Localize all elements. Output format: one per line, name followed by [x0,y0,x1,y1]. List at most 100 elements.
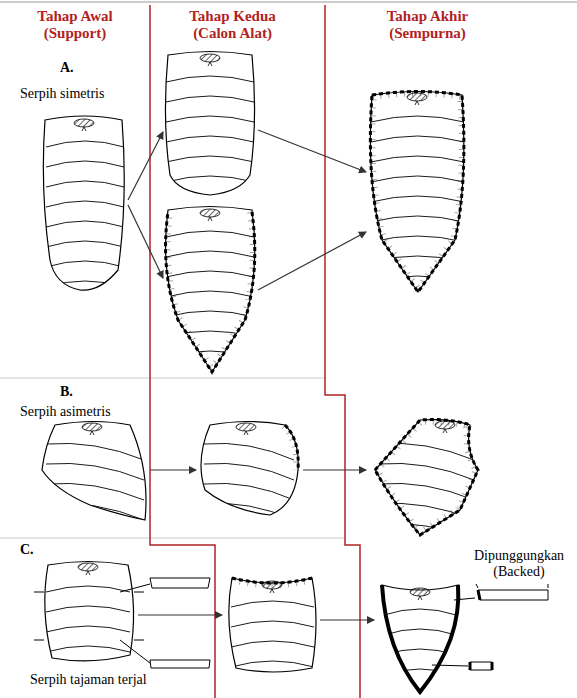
ripple-line [378,443,474,460]
flake-ripples [371,116,464,282]
section-letter: C. [20,542,34,558]
flake-stroke [232,578,312,583]
ripple-line [46,586,130,592]
flow-arrow [128,130,374,620]
bulb-mark [90,431,94,435]
ripple-line [371,156,464,162]
ripple-line [204,443,294,460]
ripple-line [46,606,130,612]
flake-ripples [166,76,254,182]
ripple-line [46,503,144,520]
section-letter: B. [60,384,73,400]
flake-outline [166,207,255,373]
flake-outline [370,92,464,293]
ripple-line [46,261,124,267]
stage-header: Tahap Awal (Support) [10,8,140,43]
cross-section [34,578,548,670]
top-rule [0,2,577,3]
flake-body [375,420,478,535]
flake-body [382,585,458,692]
ripple-line [384,609,456,615]
retouch-edge [370,92,464,293]
ripple-line [204,483,294,500]
flake-body [43,116,124,290]
ripple-line [166,351,254,357]
flake-outline [201,422,298,516]
ripple-line [204,463,294,480]
ripple-line [371,216,464,222]
ripple-line [46,463,144,480]
ripple-line [166,331,254,337]
striking-platform [200,209,220,217]
flake-body [229,578,316,672]
stage-header: Tahap Kedua (Calon Alat) [170,8,295,43]
striking-platform [82,423,102,431]
flake-stroke [370,92,464,293]
retouch-scars [166,212,255,372]
bulb-mark [86,571,90,575]
ripple-line [46,646,130,652]
flake-outline [375,420,478,535]
ripple-line [231,641,314,647]
bulb-mark [244,431,248,435]
ripple-line [371,116,464,122]
ripple-line [166,96,254,102]
backed-label: Dipunggungkan (Backed) [465,548,573,580]
ripple-line [231,621,314,627]
flake-outline [165,52,254,196]
ripple-line [46,241,124,247]
flake-ripples [231,601,314,667]
ripple-line [231,661,314,667]
flake-ripples [46,141,124,287]
ripple-line [166,291,254,297]
ripple-line [378,503,474,520]
flake-outline [42,422,146,521]
retouch-scars [232,578,312,583]
flake-label: Serpih asimetris [20,404,111,420]
ripple-line [371,256,464,262]
bulb-mark [82,127,86,131]
flake-body [45,562,134,661]
stage-header: Tahap Akhir (Sempurna) [360,8,495,43]
ripple-line [46,161,124,167]
flake-label: Serpih simetris [20,86,104,102]
flake-label: Serpih tajaman terjal [30,672,147,688]
striking-platform [200,54,220,62]
section-rule [0,378,345,538]
flake-ripples [46,586,130,652]
flake-body [370,92,464,293]
ripple-line [46,483,144,500]
bulb-mark [443,429,447,433]
flake-body [165,52,254,196]
ripple-line [384,629,456,635]
flake-stroke [166,212,255,372]
ripple-line [46,443,144,460]
ripple-line [46,281,124,287]
bulb-mark [208,217,212,221]
section-letter: A. [60,60,74,76]
bulb-mark [208,62,212,66]
ripple-line [166,116,254,122]
flake-body [201,422,298,516]
ripple-line [371,276,464,282]
ripple-line [46,181,124,187]
striking-platform [236,423,256,431]
flake-ripples [378,443,474,540]
retouch-scars [370,92,464,293]
flake-outline [382,585,458,692]
retouch-scars [285,425,298,470]
ripple-line [384,669,456,675]
striking-platform [74,119,94,127]
ripple-line [166,251,254,257]
ripple-line [371,136,464,142]
flake-ripples [166,231,254,357]
flake-body [42,422,146,521]
ripple-line [46,141,124,147]
flake-outline [45,562,134,661]
ripple-line [166,271,254,277]
retouch-edge [382,585,458,692]
ripple-line [166,156,254,162]
stage-divider [325,5,360,698]
flake-stroke [285,425,298,470]
